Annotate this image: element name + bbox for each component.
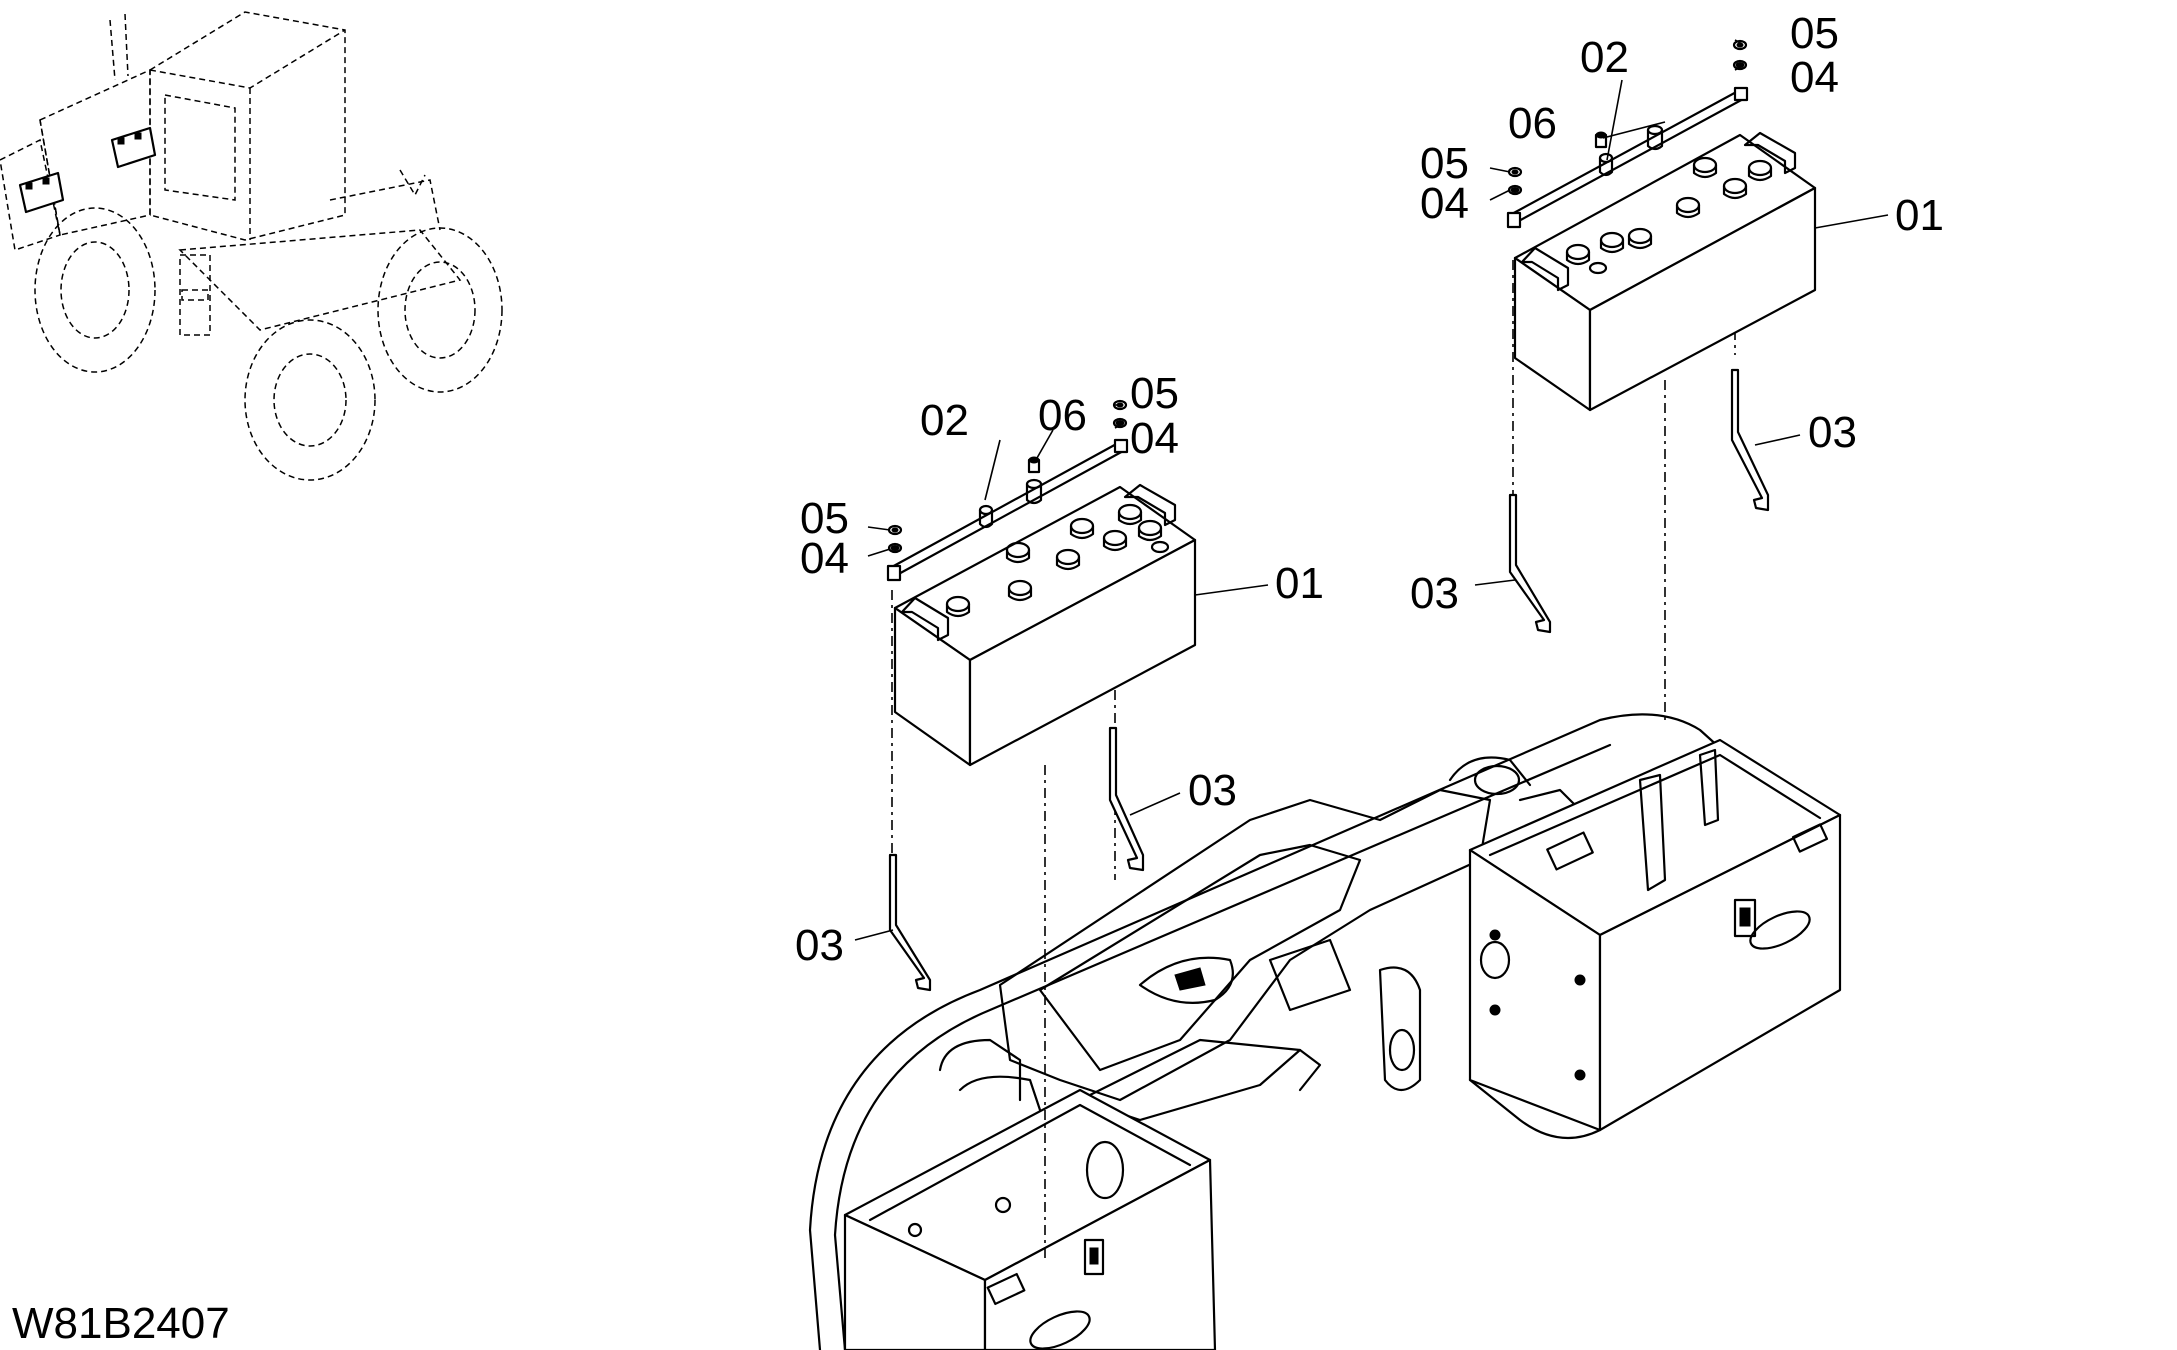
nut-06	[1027, 456, 1041, 474]
callout-06: 06	[1038, 391, 1087, 440]
callout-04: 04	[1130, 414, 1179, 463]
callout-06: 06	[1508, 99, 1557, 148]
callout-02: 02	[1580, 33, 1629, 82]
nut-05	[1112, 399, 1128, 411]
battery-caps	[945, 503, 1170, 618]
left-battery-assembly	[854, 399, 1269, 992]
highlighted-battery-icon	[18, 171, 65, 214]
washer-04	[887, 542, 903, 554]
callout-05: 05	[1790, 9, 1839, 58]
hold-down-bar	[886, 438, 1129, 582]
nut-05	[1732, 39, 1748, 51]
callout-01: 01	[1895, 191, 1944, 240]
callout-03: 03	[1808, 408, 1857, 457]
drawing-code: W81B2407	[12, 1299, 230, 1348]
washer-04	[1732, 59, 1748, 71]
machine-locator-thumbnail	[0, 11, 503, 481]
callout-05: 05	[1130, 369, 1179, 418]
highlighted-battery-icon	[110, 126, 157, 169]
left-battery-callouts: 02 06 05 04 05 04 01 03 03	[795, 369, 1324, 970]
callout-03: 03	[795, 921, 844, 970]
right-battery-assembly	[1474, 39, 1889, 634]
nut-06	[1594, 131, 1608, 149]
j-bolt-03	[1730, 368, 1770, 512]
callout-03: 03	[1410, 569, 1459, 618]
j-bolt-03	[888, 853, 932, 992]
callout-05: 05	[800, 494, 849, 543]
j-bolt-03	[1508, 493, 1552, 634]
callout-02: 02	[920, 396, 969, 445]
callout-03: 03	[1188, 766, 1237, 815]
battery	[893, 483, 1197, 767]
right-battery-callouts: 02 06 05 04 05 04 01 03 03	[1410, 9, 1944, 618]
callout-04: 04	[800, 534, 849, 583]
callout-01: 01	[1275, 559, 1324, 608]
callout-04: 04	[1790, 53, 1839, 102]
j-bolt-03	[1108, 726, 1145, 872]
callout-04: 04	[1420, 179, 1469, 228]
rear-chassis-frame	[808, 713, 1842, 1350]
callout-05: 05	[1420, 139, 1469, 188]
battery-caps	[1565, 156, 1773, 275]
washer-04	[1112, 417, 1128, 429]
battery	[1513, 131, 1817, 412]
hold-down-bar	[1506, 86, 1749, 229]
